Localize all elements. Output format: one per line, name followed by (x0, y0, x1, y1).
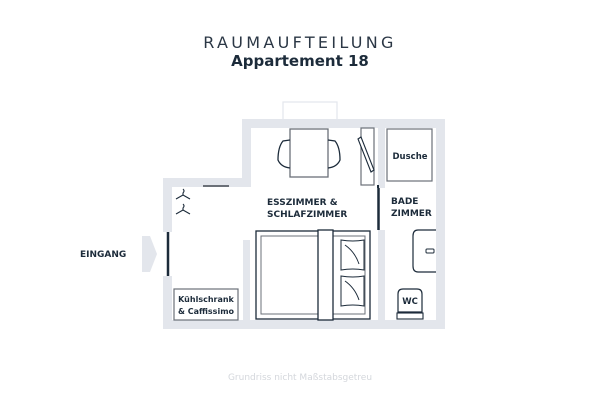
bed (255, 229, 371, 321)
cabinet-door[interactable] (357, 136, 375, 173)
wc-label: WC (402, 297, 418, 307)
toilet (396, 288, 424, 320)
hanger-icon (175, 188, 191, 200)
apartment-name: Appartement 18 (231, 52, 369, 70)
chair-icon (327, 139, 341, 169)
bathroom-label-line1: BADE (391, 197, 418, 207)
sink (412, 229, 436, 273)
bathroom-label-line2: ZIMMER (391, 209, 432, 219)
entrance-arrow-icon (142, 236, 157, 272)
entrance-label: EINGANG (80, 250, 126, 260)
kitchen-unit (173, 288, 239, 321)
plan-title: RAUMAUFTEILUNG (203, 33, 397, 52)
main-room-label-line2: SCHLAFZIMMER (267, 210, 347, 220)
shower (386, 128, 433, 182)
kitchen-label-line1: Kühlschrank (178, 295, 234, 304)
main-room-label-line1: ESSZIMMER & (267, 198, 338, 208)
shower-label: Dusche (392, 152, 427, 162)
chair-icon (277, 139, 291, 169)
kitchen-label-line2: & Caffissimo (178, 307, 235, 316)
hanger-icon (175, 203, 191, 215)
scale-disclaimer: Grundriss nicht Maßstabsgetreu (227, 373, 373, 383)
dining-table (289, 128, 329, 178)
faucet-icon (425, 248, 435, 254)
